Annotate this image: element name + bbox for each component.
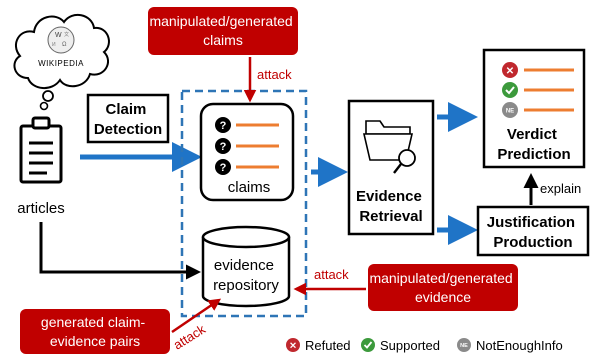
svg-text:Ω: Ω xyxy=(62,42,67,48)
svg-text:W: W xyxy=(55,32,62,39)
svg-text:И: И xyxy=(52,42,56,48)
refuted-icon: ✕ xyxy=(502,62,518,78)
svg-text:✕: ✕ xyxy=(289,341,297,351)
dashed-region xyxy=(180,89,308,318)
justification-production-label: Justification Production xyxy=(487,214,580,251)
evidence-repository-cylinder: evidence repository xyxy=(201,225,291,308)
folder-search-icon xyxy=(362,120,416,174)
explain-label: explain xyxy=(540,181,581,196)
question-icon: ? xyxy=(215,159,231,175)
attack-label-pairs: attack xyxy=(171,321,209,352)
attack-pairs-text: generated claim- evidence pairs xyxy=(41,314,149,349)
evidence-repository-label: evidence repository xyxy=(213,257,279,294)
claims-label: claims xyxy=(228,179,271,196)
question-icon: ? xyxy=(215,138,231,154)
attack-generated-pairs: generated claim- evidence pairs xyxy=(20,309,170,354)
claim-detection-label: Claim Detection xyxy=(94,101,162,138)
verdict-prediction-label: Verdict Prediction xyxy=(497,126,570,163)
supported-icon xyxy=(502,82,518,98)
wikipedia-cloud: W Ω И 文 WIKIPEDIA xyxy=(13,13,110,111)
attack-label-claims: attack xyxy=(257,67,292,82)
legend-nei-icon: NE xyxy=(457,338,471,352)
svg-text:?: ? xyxy=(220,141,227,153)
svg-text:文: 文 xyxy=(64,31,69,38)
attack-label-evidence: attack xyxy=(314,267,349,282)
svg-text:NE: NE xyxy=(460,343,468,349)
svg-text:?: ? xyxy=(220,162,227,174)
not-enough-info-icon: NE xyxy=(502,102,518,118)
claims-panel: ? ? ? claims xyxy=(199,102,295,202)
verdict-list: ✕ NE xyxy=(502,62,574,118)
evidence-retrieval-label: Evidence Retrieval xyxy=(356,188,426,225)
svg-text:?: ? xyxy=(220,120,227,132)
wikipedia-globe-icon: W Ω И 文 xyxy=(47,26,75,54)
attack-claims-text: manipulated/generated claims xyxy=(149,13,296,48)
justification-production-box xyxy=(476,205,590,257)
legend-supported-label: Supported xyxy=(380,338,440,353)
evidence-retrieval-box xyxy=(347,99,435,236)
articles-label: articles xyxy=(17,200,65,217)
legend-refuted-icon: ✕ xyxy=(286,338,300,352)
attack-evidence-text: manipulated/generated evidence xyxy=(369,270,516,305)
svg-text:NE: NE xyxy=(506,109,514,115)
clipboard-icon xyxy=(19,116,63,184)
legend-nei-label: NotEnoughInfo xyxy=(476,338,563,353)
articles-to-repository-arrow xyxy=(39,222,201,280)
attack-pairs-arrow xyxy=(171,298,222,334)
attack-manipulated-claims: manipulated/generated claims xyxy=(148,7,298,55)
legend-supported-icon xyxy=(361,338,375,352)
legend-refuted-label: Refuted xyxy=(305,338,351,353)
question-icon: ? xyxy=(215,117,231,133)
svg-text:✕: ✕ xyxy=(506,66,514,77)
wikipedia-logo-text: WIKIPEDIA xyxy=(38,59,84,68)
legend: ✕ Refuted Supported NE NotEnoughInfo xyxy=(286,338,563,353)
attack-manipulated-evidence: manipulated/generated evidence xyxy=(368,264,518,311)
claim-detection-box xyxy=(86,93,170,144)
